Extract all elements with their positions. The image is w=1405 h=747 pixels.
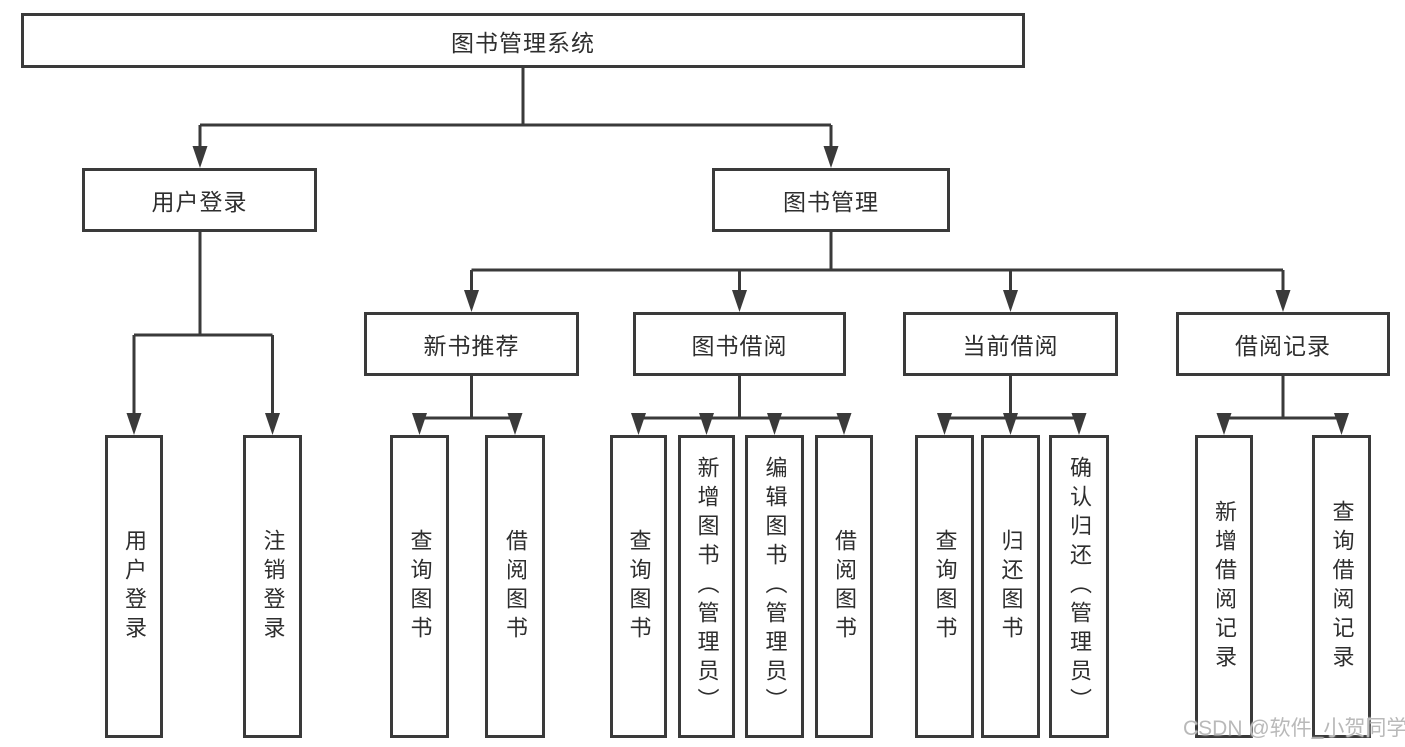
leaf-add-borrow-record: 新增借阅记录 [1195,435,1253,738]
node-label: 查询图书 [407,528,433,645]
node-label: 当前借阅 [962,333,1059,359]
leaf-logout: 注销登录 [243,435,302,738]
node-label: 新增借阅记录 [1212,499,1237,674]
node-book-borrowing: 图书借阅 [633,312,846,376]
leaf-query-books-current: 查询图书 [915,435,974,738]
leaf-borrow-books-recommend: 借阅图书 [485,435,545,738]
node-label: 图书借阅 [691,333,788,359]
watermark-text: CSDN @软件_小贺同学 [1183,717,1405,740]
leaf-query-books-borrowing: 查询图书 [610,435,667,738]
node-label: 注销登录 [260,528,286,645]
leaf-return-books: 归还图书 [981,435,1040,738]
leaf-query-books-recommend: 查询图书 [390,435,449,738]
leaf-edit-books-admin: 编辑图书（管理员） [745,435,804,738]
leaf-user-login: 用户登录 [105,435,163,738]
leaf-borrow-books-borrowing: 借阅图书 [815,435,873,738]
node-label: 编辑图书（管理员） [762,456,788,717]
node-label: 图书管理系统 [451,29,595,56]
node-label: 用户登录 [151,189,248,215]
leaf-query-borrow-record: 查询借阅记录 [1312,435,1371,738]
node-current-borrowing: 当前借阅 [903,312,1118,376]
node-user-login: 用户登录 [82,168,317,232]
node-label: 查询图书 [932,528,958,645]
node-label: 借阅图书 [503,528,528,645]
node-label: 归还图书 [998,528,1024,645]
leaf-confirm-return-admin: 确认归还（管理员） [1049,435,1109,738]
node-label: 借阅图书 [832,528,857,645]
node-new-book-recommendation: 新书推荐 [364,312,579,376]
node-book-management: 图书管理 [712,168,950,232]
node-library-management-system: 图书管理系统 [21,13,1025,68]
node-label: 借阅记录 [1235,333,1331,359]
node-label: 新书推荐 [423,333,520,359]
node-label: 图书管理 [783,189,879,215]
node-label: 查询图书 [626,528,652,645]
leaf-add-books-admin: 新增图书（管理员） [678,435,735,738]
node-label: 新增图书（管理员） [694,456,720,717]
node-label: 确认归还（管理员） [1067,456,1092,717]
node-label: 用户登录 [122,528,147,645]
node-label: 查询借阅记录 [1329,499,1355,674]
node-borrowing-records: 借阅记录 [1176,312,1390,376]
